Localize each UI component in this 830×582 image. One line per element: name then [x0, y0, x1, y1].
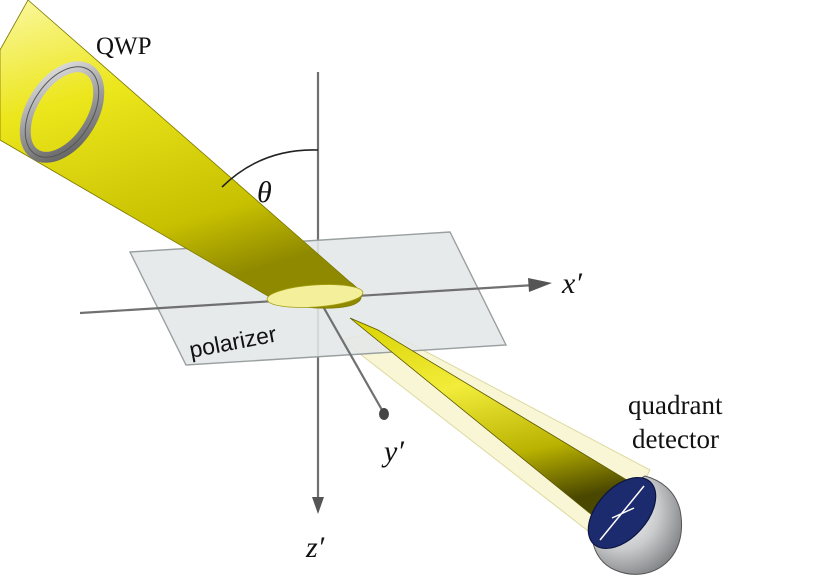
theta-arc: [221, 149, 319, 188]
x-axis-arrowhead: [528, 278, 552, 292]
y-axis-label: y′: [381, 435, 404, 468]
qwp-label: QWP: [96, 33, 152, 60]
z-axis-label: z′: [305, 531, 325, 564]
beam-cut-face: [266, 284, 364, 308]
theta-label: θ: [257, 176, 272, 209]
y-axis-arrowhead: [379, 408, 389, 420]
qwp-ring: [19, 61, 105, 163]
quadrant-detector: [587, 475, 682, 575]
z-axis-arrowhead: [312, 497, 324, 514]
transmitted-beam: [349, 317, 641, 529]
detector-label-line2: detector: [632, 424, 719, 454]
x-axis-label: x′: [561, 267, 582, 300]
detector-label-line1: quadrant: [628, 390, 723, 420]
